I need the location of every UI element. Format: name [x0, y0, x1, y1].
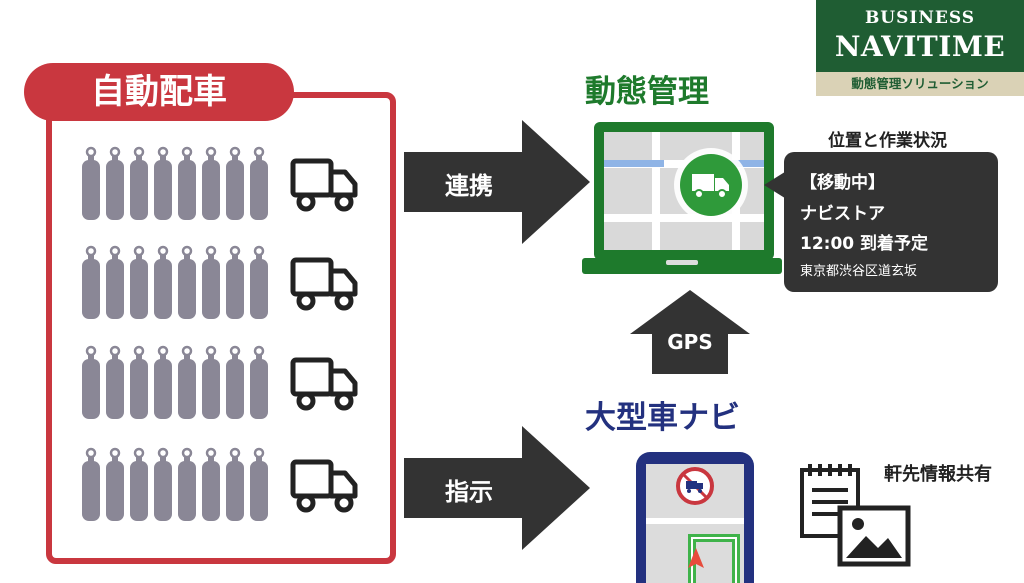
gas-cylinder-group: [82, 447, 268, 521]
document-photo-share-icon: [800, 464, 911, 567]
gas-cylinder-icon: [226, 245, 244, 319]
management-title: 動態管理: [585, 74, 709, 110]
gas-cylinder-icon: [250, 345, 268, 419]
gas-cylinder-icon: [130, 447, 148, 521]
gas-cylinder-icon: [106, 146, 124, 220]
onsite-info-share-label: 軒先情報共有: [884, 464, 992, 485]
gas-cylinder-icon: [202, 345, 220, 419]
gas-cylinder-icon: [154, 345, 172, 419]
callout-status: 【移動中】: [800, 173, 885, 193]
callout-arrival: 12:00 到着予定: [800, 234, 929, 254]
gas-cylinder-icon: [154, 146, 172, 220]
logo-line-2: NAVITIME: [834, 30, 1006, 63]
callout-address: 東京都渋谷区道玄坂: [800, 264, 918, 279]
gas-cylinder-icon: [82, 146, 100, 220]
gas-cylinder-icon: [154, 447, 172, 521]
link-arrow: [404, 120, 590, 244]
gas-cylinder-icon: [202, 245, 220, 319]
dispatch-row: [82, 245, 382, 319]
dispatch-row: [82, 146, 382, 220]
logo-subtitle: 動態管理ソリューション: [816, 72, 1024, 96]
dispatch-row: [82, 447, 382, 521]
gas-cylinder-icon: [130, 345, 148, 419]
gas-cylinder-icon: [130, 245, 148, 319]
gas-cylinder-group: [82, 245, 268, 319]
moving-truck-badge: [674, 148, 748, 222]
gps-arrow: [630, 290, 750, 374]
gas-cylinder-icon: [202, 146, 220, 220]
dispatch-row: [82, 345, 382, 419]
status-callout: 【移動中】 ナビストア 12:00 到着予定 東京都渋谷区道玄坂: [784, 152, 998, 292]
gas-cylinder-icon: [178, 447, 196, 521]
callout-pointer: [764, 170, 788, 200]
gas-cylinder-icon: [226, 345, 244, 419]
truck-icon: [290, 459, 358, 513]
callout-destination: ナビストア: [800, 204, 885, 224]
gas-cylinder-group: [82, 345, 268, 419]
truck-icon: [290, 357, 358, 411]
truck-icon: [290, 257, 358, 311]
instruct-arrow-label: 指示: [445, 478, 493, 506]
gas-cylinder-icon: [130, 146, 148, 220]
gas-cylinder-icon: [178, 345, 196, 419]
gas-cylinder-icon: [250, 447, 268, 521]
gas-cylinder-icon: [178, 146, 196, 220]
gas-cylinder-icon: [226, 146, 244, 220]
gas-cylinder-group: [82, 146, 268, 220]
gas-cylinder-icon: [106, 345, 124, 419]
truck-icon: [290, 158, 358, 212]
business-navitime-logo: BUSINESS NAVITIME 動態管理ソリューション: [816, 0, 1024, 96]
smartphone-icon: [636, 452, 754, 583]
link-arrow-label: 連携: [445, 172, 493, 200]
location-status-label: 位置と作業状況: [828, 131, 947, 151]
gas-cylinder-icon: [82, 345, 100, 419]
gas-cylinder-icon: [250, 146, 268, 220]
gas-cylinder-icon: [106, 447, 124, 521]
gas-cylinder-icon: [154, 245, 172, 319]
gas-cylinder-icon: [82, 245, 100, 319]
logo-line-1: BUSINESS: [864, 8, 976, 28]
gps-arrow-label: GPS: [667, 330, 713, 354]
instruct-arrow: [404, 426, 590, 550]
gas-cylinder-icon: [178, 245, 196, 319]
gas-cylinder-icon: [250, 245, 268, 319]
gas-cylinder-icon: [82, 447, 100, 521]
gas-cylinder-icon: [226, 447, 244, 521]
gas-cylinder-icon: [106, 245, 124, 319]
large-vehicle-navi-title: 大型車ナビ: [585, 400, 740, 436]
auto-dispatch-title: 自動配車: [24, 63, 294, 121]
gas-cylinder-icon: [202, 447, 220, 521]
